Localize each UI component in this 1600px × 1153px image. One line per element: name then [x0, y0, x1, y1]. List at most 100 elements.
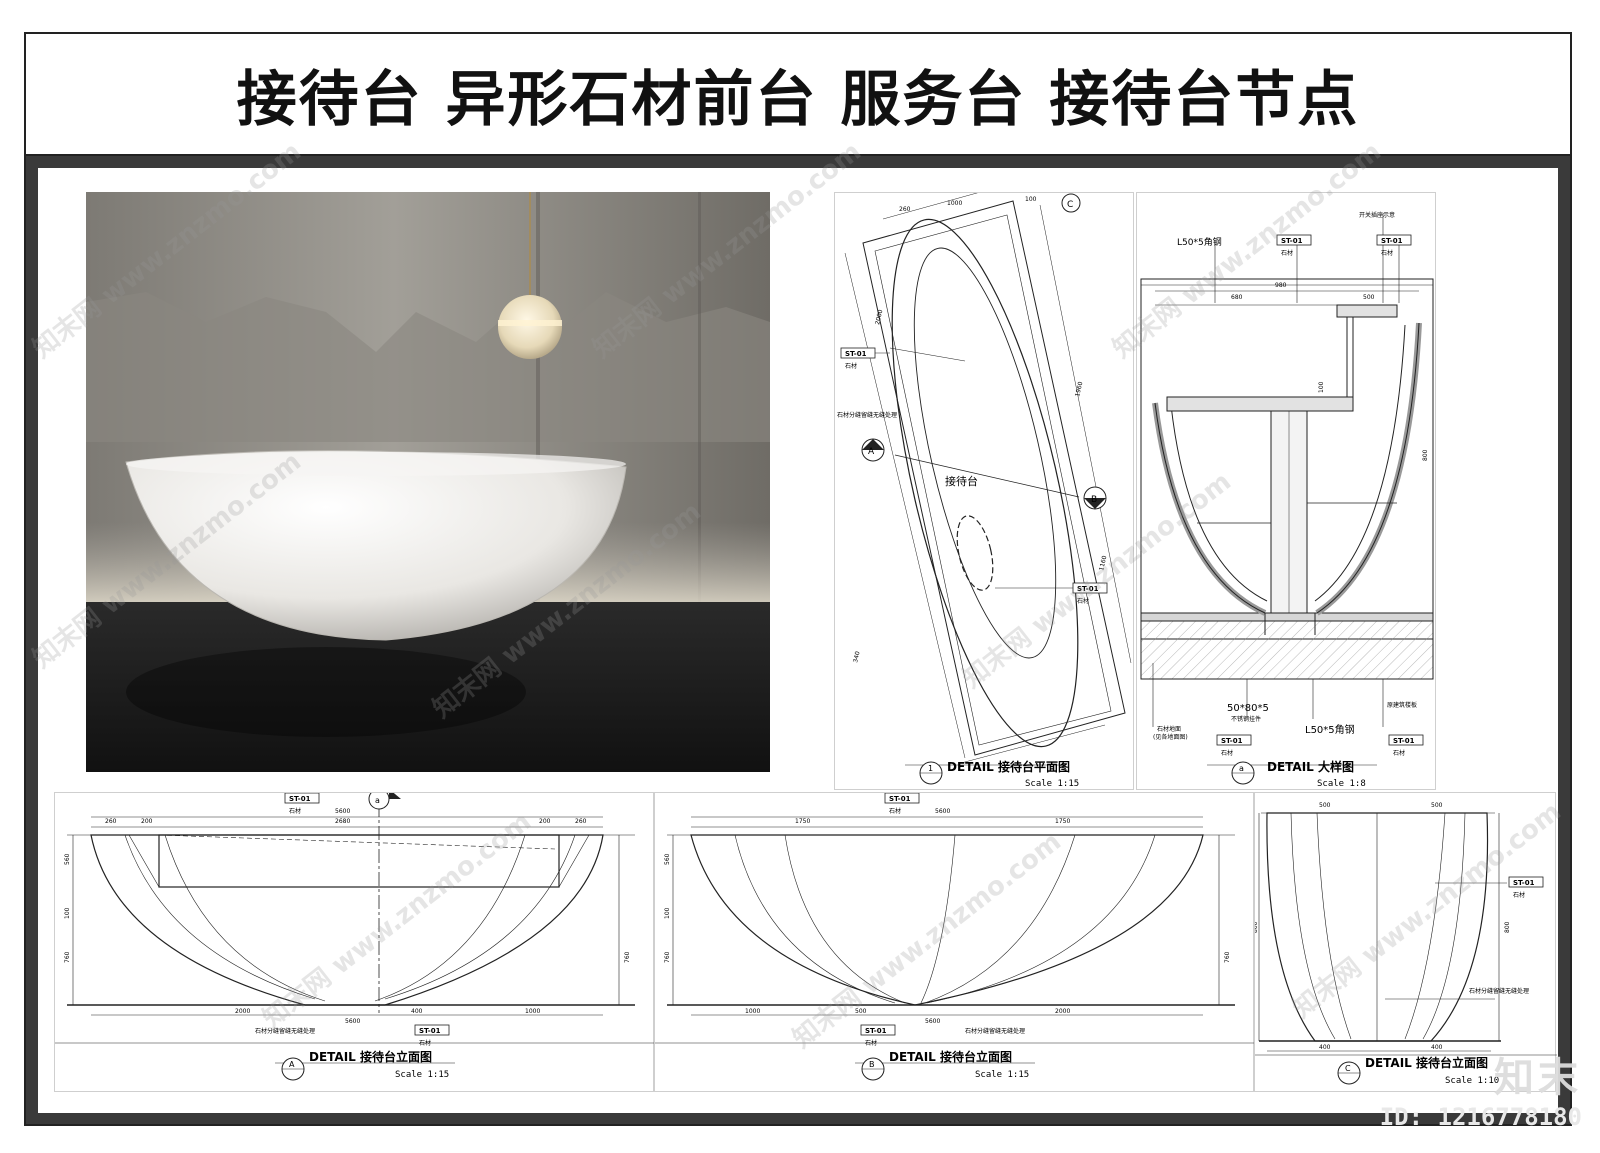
- elev-b-detail-caption: DETAIL 接待台立面图: [889, 1049, 1012, 1064]
- section-code-1: ST-01: [1281, 237, 1303, 245]
- section-code-3: ST-01: [1221, 737, 1243, 745]
- elev-c-detail-scale: Scale 1:10: [1445, 1076, 1499, 1086]
- elev-b-dim-s1: 560: [664, 853, 671, 865]
- plan-dim-5: 1960: [1074, 381, 1084, 398]
- elev-b-detail-scale: Scale 1:15: [975, 1070, 1029, 1080]
- section-detail-tag: a: [1239, 764, 1244, 773]
- plan-dim-4: 2000: [874, 309, 884, 326]
- elev-c-dim-t2: 500: [1431, 802, 1443, 809]
- elev-a-detail-tag: A: [289, 1060, 295, 1069]
- elev-b-dim-b1: 1000: [745, 1008, 760, 1015]
- plan-panel: A B C ST-01 石材 ST-01 石材 石材分缝留缝无缝处理 接待台 2…: [834, 182, 1134, 790]
- elev-a-dim-b2: 5600: [345, 1018, 360, 1025]
- elev-a-code-1: ST-01: [289, 795, 311, 803]
- section-note-angle: L50*5角钢: [1177, 236, 1222, 248]
- page-title: 接待台 异形石材前台 服务台 接待台节点: [236, 64, 1360, 135]
- plan-mark-c: C: [1067, 200, 1073, 210]
- section-drawing: L50*5角钢 ST-01 石材 开关插座示意 ST-01 石材 980 680…: [1140, 211, 1434, 789]
- elevation-b-panel: ST-01 石材 1750 5600 1750 560 100 760 760 …: [654, 792, 1255, 1092]
- section-dim-4: 100: [1318, 381, 1325, 393]
- section-dim-1: 980: [1275, 282, 1287, 289]
- elev-a-dim-s3: 760: [64, 951, 71, 963]
- elev-c-mat-1: 石材: [1513, 891, 1525, 899]
- elevation-b-drawing: ST-01 石材 1750 5600 1750 560 100 760 760 …: [655, 792, 1255, 1081]
- elev-b-mat-1: 石材: [889, 807, 901, 815]
- plan-mat-2: 石材: [1077, 597, 1089, 605]
- elevation-a-drawing: a ST-01 石材 5600 260 200 2680 200 260 560…: [55, 788, 655, 1081]
- plan-code-1: ST-01: [845, 350, 867, 358]
- elevation-c-panel: 500 500 400 400 800 800 ST-01 石材 石材分缝留缝无…: [1252, 792, 1557, 1092]
- plan-code-2: ST-01: [1077, 585, 1099, 593]
- section-mat-3: 石材: [1221, 749, 1233, 757]
- elev-b-dim-s2: 100: [664, 907, 671, 919]
- elev-a-dim-t2: 200: [141, 818, 153, 825]
- image-id: ID: 1216778180: [1379, 1103, 1582, 1131]
- elev-a-seam-note: 石材分缝留缝无缝处理: [255, 1027, 315, 1035]
- elev-a-dim-t5: 260: [575, 818, 587, 825]
- elev-b-mat-2: 石材: [865, 1039, 877, 1047]
- plan-dim-1: 260: [899, 206, 911, 213]
- plan-seam-note: 石材分缝留缝无缝处理: [837, 411, 897, 419]
- corner-badge: 知末 ID: 1216778180: [1380, 1045, 1582, 1131]
- plan-dim-2: 1000: [947, 200, 962, 207]
- elev-a-mat-2: 石材: [419, 1039, 431, 1047]
- section-mat-1: 石材: [1281, 249, 1293, 257]
- section-panel: L50*5角钢 ST-01 石材 开关插座示意 ST-01 石材 980 680…: [1136, 192, 1436, 790]
- section-note-plate: 50*80*5: [1227, 703, 1269, 714]
- section-code-2: ST-01: [1381, 237, 1403, 245]
- elev-a-dim-t4: 200: [539, 818, 551, 825]
- elev-c-code-1: ST-01: [1513, 879, 1535, 887]
- elev-b-detail-tag: B: [869, 1060, 875, 1069]
- elev-a-dim-b3: 400: [411, 1008, 423, 1015]
- elev-a-dim-b1: 2000: [235, 1008, 250, 1015]
- elev-b-dim-b4: 2000: [1055, 1008, 1070, 1015]
- section-floor-note-sub: (见各地面图): [1153, 733, 1188, 741]
- elev-b-dim-t2: 5600: [935, 808, 950, 815]
- elev-b-dim-t3: 1750: [1055, 818, 1070, 825]
- plan-detail-tag: 1: [928, 764, 933, 773]
- section-switch-note: 开关插座示意: [1359, 211, 1395, 219]
- elev-b-dim-b3: 5600: [925, 1018, 940, 1025]
- elev-a-detail-scale: Scale 1:15: [395, 1070, 449, 1080]
- render-photo: [86, 192, 770, 772]
- elev-a-mat-1: 石材: [289, 807, 301, 815]
- elev-c-dim-t1: 500: [1319, 802, 1331, 809]
- plan-mark-a: A: [868, 447, 875, 457]
- elev-a-dim-t3: 2680: [335, 818, 350, 825]
- elev-b-dim-t1: 1750: [795, 818, 810, 825]
- plan-mark-b: B: [1091, 495, 1097, 505]
- elev-c-dim-s2: 800: [1504, 921, 1511, 933]
- elevation-a-panel: a ST-01 石材 5600 260 200 2680 200 260 560…: [54, 788, 655, 1092]
- elev-a-dim-t1: 260: [105, 818, 117, 825]
- elev-a-dim-s2: 100: [64, 907, 71, 919]
- plan-dim-6: 1160: [1098, 555, 1108, 572]
- plan-mat-1: 石材: [845, 362, 857, 370]
- section-dim-3: 500: [1363, 294, 1375, 301]
- section-detail-caption: DETAIL 大样图: [1267, 759, 1354, 774]
- section-note-plate-sub: 不锈钢挂件: [1231, 715, 1261, 723]
- elevation-c-drawing: 500 500 400 400 800 800 ST-01 石材 石材分缝留缝无…: [1252, 802, 1557, 1086]
- section-dim-2: 680: [1231, 294, 1243, 301]
- elev-b-dim-s4: 760: [1224, 951, 1231, 963]
- section-detail-scale: Scale 1:8: [1317, 779, 1366, 789]
- plan-dim-7: 340: [852, 651, 861, 664]
- section-floor-note: 石材地面: [1157, 725, 1181, 733]
- elev-c-seam-note: 石材分缝留缝无缝处理: [1469, 987, 1529, 995]
- section-base-note: 原建筑楼板: [1387, 701, 1417, 709]
- elev-a-dim-b4: 1000: [525, 1008, 540, 1015]
- elev-c-dim-s1: 800: [1255, 921, 1259, 933]
- elev-c-detail-caption: DETAIL 接待台立面图: [1365, 1055, 1488, 1070]
- elev-a-detail-caption: DETAIL 接待台立面图: [309, 1049, 432, 1064]
- elev-b-dim-s3: 760: [664, 951, 671, 963]
- elev-a-code-2: ST-01: [419, 1027, 441, 1035]
- elev-c-detail-tag: C: [1345, 1064, 1351, 1073]
- elev-c-dim-b1: 400: [1319, 1044, 1331, 1051]
- plan-label-reception: 接待台: [945, 474, 978, 488]
- plan-dim-3: 100: [1025, 196, 1037, 203]
- plan-detail-caption: DETAIL 接待台平面图: [947, 759, 1070, 774]
- title-bar: 接待台 异形石材前台 服务台 接待台节点: [24, 32, 1572, 156]
- section-mat-4: 石材: [1393, 749, 1405, 757]
- section-mat-2: 石材: [1381, 249, 1393, 257]
- section-note-angle-2: L50*5角钢: [1305, 723, 1355, 736]
- section-dim-5: 800: [1422, 449, 1429, 461]
